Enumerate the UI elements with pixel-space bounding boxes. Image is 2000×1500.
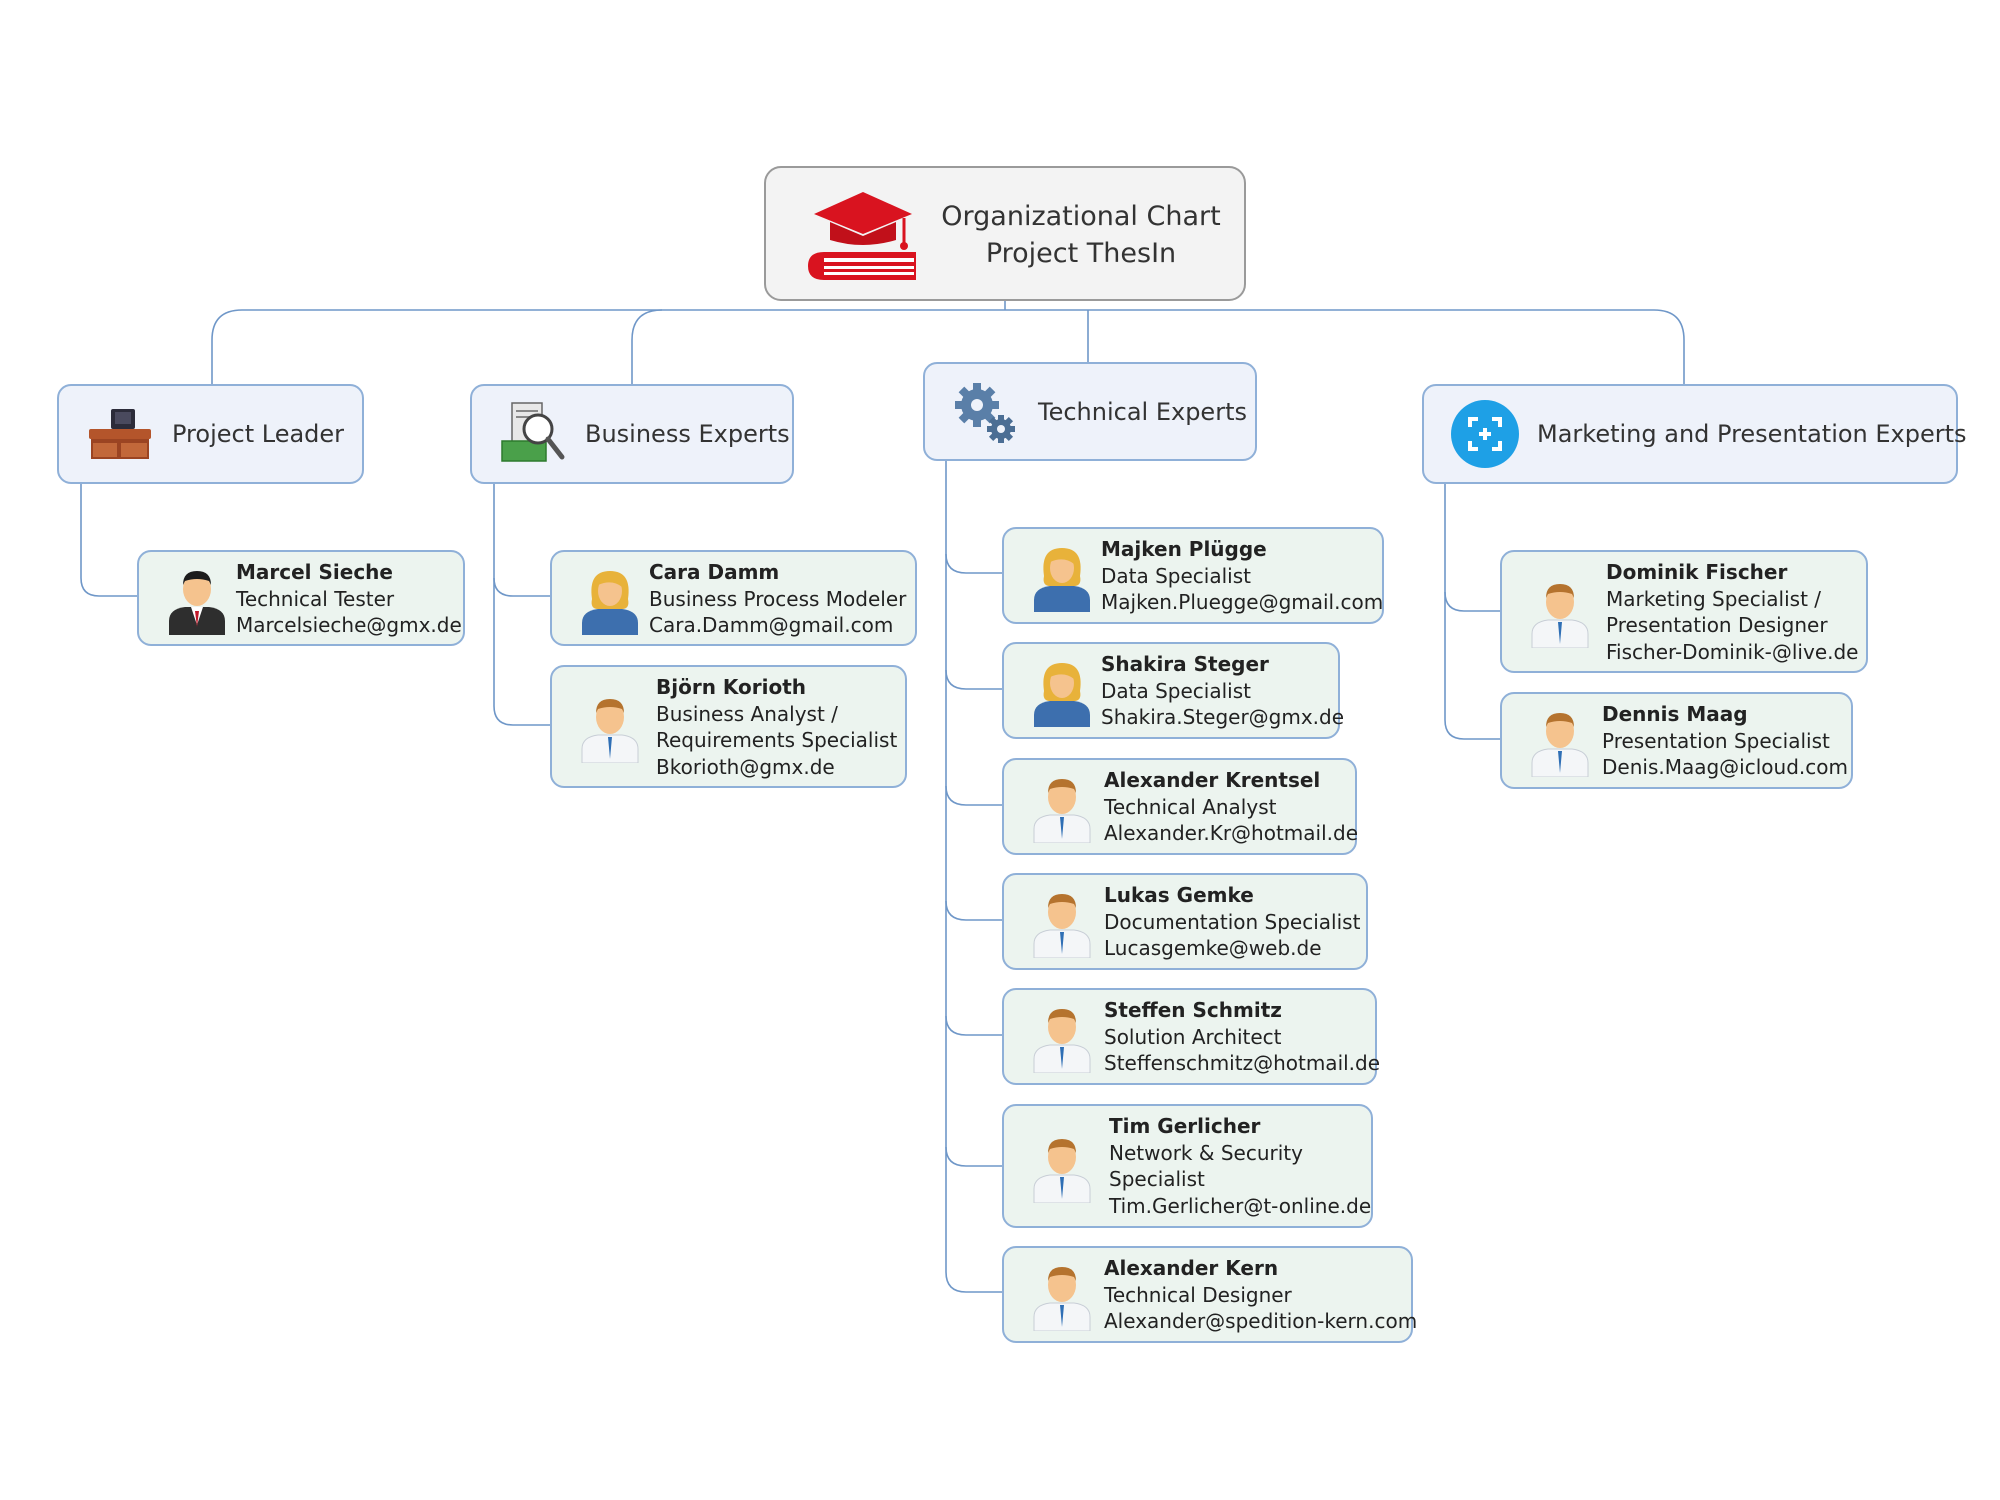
category-label: Project Leader xyxy=(172,420,345,448)
woman-avatar-icon xyxy=(1034,663,1090,727)
root-title-line2: Project ThesIn xyxy=(985,238,1177,269)
person-name: Shakira Steger xyxy=(1101,652,1269,676)
person-email: Bkorioth@gmx.de xyxy=(656,754,835,779)
gears-icon xyxy=(955,382,1015,443)
person-role: Business Process Modeler xyxy=(649,586,907,611)
person-info: Tim Gerlicher Network & Security Special… xyxy=(1109,1113,1371,1219)
person-email: Lucasgemke@web.de xyxy=(1104,936,1322,960)
person-info: Marcel Sieche Technical Tester Marcelsie… xyxy=(236,559,462,639)
person-role: Solution Architect xyxy=(1104,1024,1282,1049)
person-info: Alexander Kern Technical Designer Alexan… xyxy=(1104,1255,1417,1335)
man-avatar-icon xyxy=(1033,1267,1091,1331)
person-name: Steffen Schmitz xyxy=(1104,998,1282,1022)
person-info: Alexander Krentsel Technical Analyst Ale… xyxy=(1104,767,1358,847)
person-email: Fischer-Dominik-@live.de xyxy=(1606,639,1859,664)
target-plus-icon xyxy=(1451,400,1519,468)
man-avatar-icon xyxy=(1531,584,1589,648)
category-technical-experts[interactable]: Technical Experts xyxy=(923,362,1257,461)
person-role-2: Requirements Specialist xyxy=(656,728,898,752)
person-role-2: Presentation Designer xyxy=(1606,613,1828,637)
person-email: Alexander.Kr@hotmail.de xyxy=(1104,821,1359,845)
person-role: Technical Designer xyxy=(1104,1282,1292,1307)
person-info: Steffen Schmitz Solution Architect Steff… xyxy=(1104,997,1380,1077)
category-label: Marketing and Presentation Experts xyxy=(1537,420,1967,448)
person-role: Network & Security xyxy=(1109,1140,1303,1165)
person-info: Dennis Maag Presentation Specialist Deni… xyxy=(1602,701,1848,781)
woman-avatar-icon xyxy=(1034,548,1090,612)
man-avatar-icon xyxy=(581,699,639,763)
man-avatar-icon xyxy=(1033,894,1091,958)
woman-avatar-icon xyxy=(582,571,638,635)
category-business-experts[interactable]: Business Experts xyxy=(470,384,794,484)
person-name: Björn Korioth xyxy=(656,675,807,699)
person-name: Tim Gerlicher xyxy=(1109,1114,1261,1138)
person-dennis-maag[interactable]: Dennis Maag Presentation Specialist Deni… xyxy=(1500,692,1853,789)
person-role: Marketing Specialist / xyxy=(1606,586,1822,611)
desk-icon xyxy=(89,409,151,459)
person-name: Majken Plügge xyxy=(1101,537,1267,561)
person-info: Majken Plügge Data Specialist Majken.Plu… xyxy=(1101,536,1383,616)
category-label: Business Experts xyxy=(585,420,790,448)
root-title-line1: Organizational Chart xyxy=(941,201,1221,232)
person-info: Lukas Gemke Documentation Specialist Luc… xyxy=(1104,882,1360,962)
graduation-cap-books-icon xyxy=(808,192,916,280)
person-email: Tim.Gerlicher@t-online.de xyxy=(1109,1193,1372,1218)
person-info: Shakira Steger Data Specialist Shakira.S… xyxy=(1101,651,1344,731)
person-name: Marcel Sieche xyxy=(236,560,393,584)
category-label: Technical Experts xyxy=(1038,397,1247,426)
person-role: Presentation Specialist xyxy=(1602,728,1830,753)
person-info: Cara Damm Business Process Modeler Cara.… xyxy=(649,559,906,639)
person-name: Dominik Fischer xyxy=(1606,560,1788,584)
person-email: Marcelsieche@gmx.de xyxy=(236,613,462,637)
person-info: Dominik Fischer Marketing Specialist / P… xyxy=(1606,559,1858,665)
category-project-leader[interactable]: Project Leader xyxy=(57,384,364,484)
person-info: Björn Korioth Business Analyst / Require… xyxy=(656,674,897,780)
man-avatar-icon xyxy=(1033,1139,1091,1203)
person-role: Data Specialist xyxy=(1101,563,1251,588)
person-role: Documentation Specialist xyxy=(1104,909,1361,934)
category-marketing-experts[interactable]: Marketing and Presentation Experts xyxy=(1422,384,1967,484)
person-alexander-kern[interactable]: Alexander Kern Technical Designer Alexan… xyxy=(1002,1246,1417,1343)
person-steffen-schmitz[interactable]: Steffen Schmitz Solution Architect Steff… xyxy=(1002,988,1380,1085)
money-magnifier-icon xyxy=(501,402,565,462)
person-tim-gerlicher[interactable]: Tim Gerlicher Network & Security Special… xyxy=(1002,1104,1373,1228)
man-avatar-icon xyxy=(1033,1009,1091,1073)
person-alexander-krentsel[interactable]: Alexander Krentsel Technical Analyst Ale… xyxy=(1002,758,1358,855)
person-email: Steffenschmitz@hotmail.de xyxy=(1104,1051,1381,1075)
person-majken-plugge[interactable]: Majken Plügge Data Specialist Majken.Plu… xyxy=(1002,527,1384,624)
person-role: Business Analyst / xyxy=(656,701,838,726)
man-avatar-icon xyxy=(1531,713,1589,777)
man-avatar-icon xyxy=(1033,779,1091,843)
person-role: Technical Analyst xyxy=(1104,794,1277,819)
person-shakira-steger[interactable]: Shakira Steger Data Specialist Shakira.S… xyxy=(1002,642,1344,739)
person-name: Alexander Krentsel xyxy=(1104,768,1321,792)
person-email: Denis.Maag@icloud.com xyxy=(1602,755,1848,779)
person-role-2: Specialist xyxy=(1109,1167,1205,1191)
person-role: Technical Tester xyxy=(236,586,395,611)
person-email: Shakira.Steger@gmx.de xyxy=(1101,705,1345,729)
person-email: Majken.Pluegge@gmail.com xyxy=(1101,590,1384,614)
person-name: Dennis Maag xyxy=(1602,702,1748,726)
businessman-icon xyxy=(169,571,225,635)
person-bjorn-korioth[interactable]: Björn Korioth Business Analyst / Require… xyxy=(550,665,907,788)
person-lukas-gemke[interactable]: Lukas Gemke Documentation Specialist Luc… xyxy=(1002,873,1368,970)
person-marcel-sieche[interactable]: Marcel Sieche Technical Tester Marcelsie… xyxy=(137,550,465,646)
person-name: Lukas Gemke xyxy=(1104,883,1254,907)
person-email: Cara.Damm@gmail.com xyxy=(649,613,894,637)
root-title: Organizational Chart Project ThesIn xyxy=(936,198,1226,272)
person-name: Cara Damm xyxy=(649,560,780,584)
person-name: Alexander Kern xyxy=(1104,1256,1279,1280)
root-node[interactable]: Organizational Chart Project ThesIn xyxy=(764,166,1246,301)
person-email: Alexander@spedition-kern.com xyxy=(1104,1309,1418,1333)
person-cara-damm[interactable]: Cara Damm Business Process Modeler Cara.… xyxy=(550,550,917,646)
person-role: Data Specialist xyxy=(1101,678,1251,703)
person-dominik-fischer[interactable]: Dominik Fischer Marketing Specialist / P… xyxy=(1500,550,1868,673)
